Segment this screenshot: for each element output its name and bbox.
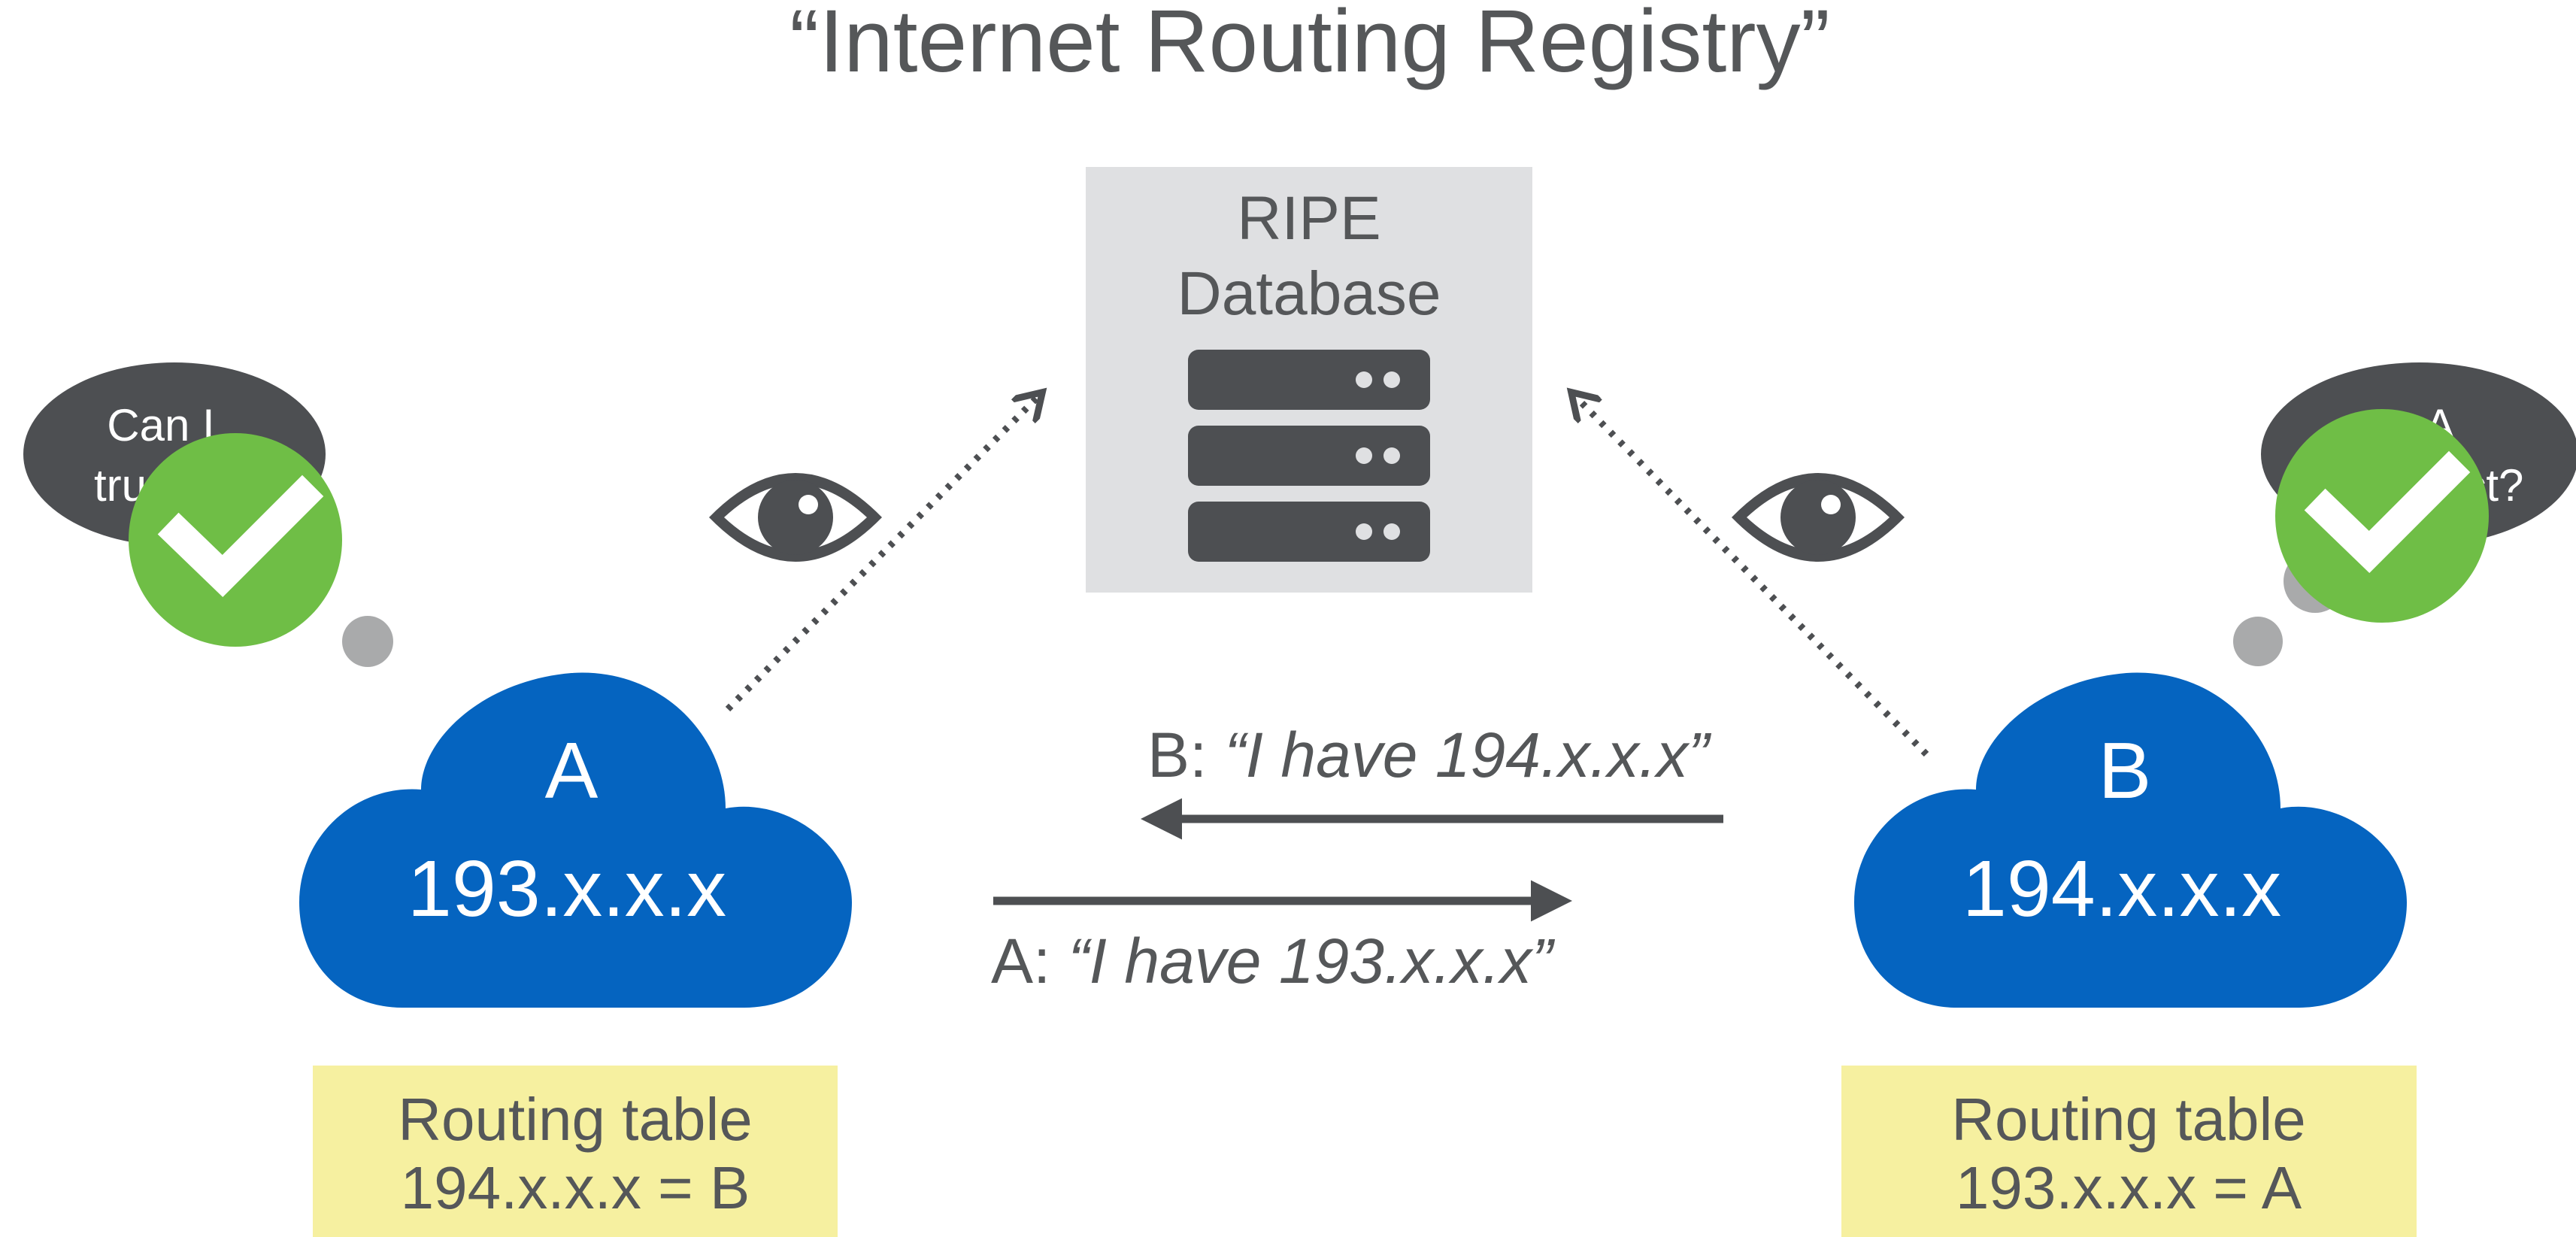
- announcement-b-to-a: B: “I have 194.x.x.x”: [1141, 720, 1723, 840]
- cloud-a-prefix: 193.x.x.x: [408, 844, 726, 933]
- cloud-icon: [1854, 672, 2407, 1008]
- database-label-line1: RIPE: [1237, 184, 1380, 253]
- cloud-a-name: A: [545, 726, 599, 815]
- announcement-b-quote: “I have 194.x.x.x”: [1225, 720, 1712, 790]
- announcement-a-sender: A:: [991, 926, 1068, 996]
- cloud-b-name: B: [2099, 726, 2152, 815]
- routing-table-b-box: [1841, 1066, 2417, 1237]
- announcement-a-quote: “I have 193.x.x.x”: [1068, 926, 1556, 996]
- routing-table-a-entry: 194.x.x.x = B: [401, 1154, 750, 1221]
- ripe-database: RIPE Database: [1086, 167, 1532, 593]
- routing-table-b-label: Routing table: [1951, 1086, 2305, 1153]
- announcement-b-label: B: “I have 194.x.x.x”: [1147, 720, 1712, 790]
- thought-dot-b: [2233, 617, 2283, 666]
- routing-table-b: Routing table 193.x.x.x = A: [1841, 1066, 2417, 1237]
- cloud-icon: [299, 672, 852, 1008]
- announcement-a-label: A: “I have 193.x.x.x”: [991, 926, 1556, 996]
- routing-table-a: Routing table 194.x.x.x = B: [313, 1066, 838, 1237]
- cloud-b-prefix: 194.x.x.x: [1962, 844, 2281, 933]
- page-title: “Internet Routing Registry”: [789, 0, 1830, 91]
- cloud-a: A 193.x.x.x: [299, 672, 852, 1008]
- announcement-b-sender: B:: [1147, 720, 1225, 790]
- database-label-line2: Database: [1177, 259, 1441, 328]
- server-icon: [1188, 350, 1430, 562]
- thought-dot-a: [342, 616, 393, 667]
- checkmark-icon: [2275, 409, 2489, 623]
- eye-icon: [709, 473, 882, 562]
- query-arrow-a: [725, 397, 1038, 712]
- eye-icon: [1732, 473, 1905, 562]
- query-arrow-b: [1576, 397, 1929, 757]
- routing-table-a-label: Routing table: [398, 1086, 752, 1153]
- announcement-a-to-b: A: “I have 193.x.x.x”: [991, 880, 1572, 996]
- checkmark-icon: [129, 433, 342, 647]
- routing-table-b-entry: 193.x.x.x = A: [1956, 1154, 2302, 1221]
- routing-table-a-box: [313, 1066, 838, 1237]
- cloud-b: B 194.x.x.x: [1854, 672, 2407, 1008]
